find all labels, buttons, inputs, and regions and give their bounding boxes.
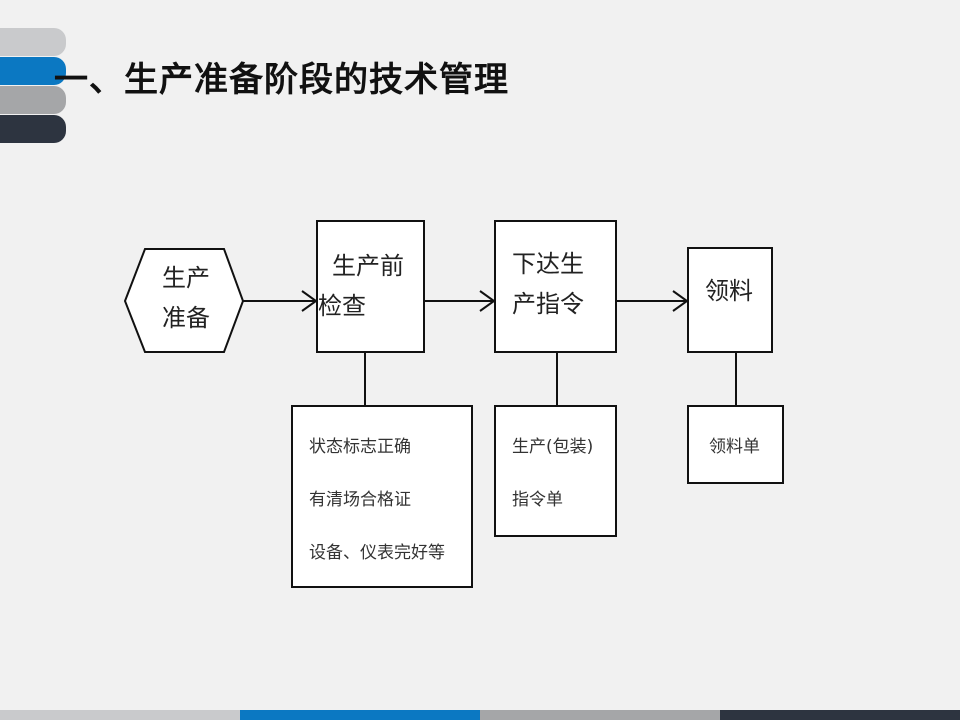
node-check: 生产前检查 <box>316 220 425 353</box>
deco-stripe-2 <box>0 57 66 85</box>
footer-bar-3 <box>480 710 720 720</box>
node-pick: 领料 <box>687 247 773 353</box>
start-hexagon <box>123 248 245 353</box>
page-title: 一、生产准备阶段的技术管理 <box>54 60 509 100</box>
node-pick-label: 领料 <box>705 277 753 305</box>
deco-stripe-3 <box>0 86 66 114</box>
node-start-label: 生产准备 <box>162 264 210 332</box>
deco-stripe-1 <box>0 28 66 56</box>
node-order-label: 下达生产指令 <box>512 250 584 318</box>
footer-bar-1 <box>0 710 240 720</box>
footer-bar-4 <box>720 710 960 720</box>
detail-pick: 领料单 <box>687 405 784 484</box>
node-check-label: 生产前检查 <box>318 252 404 320</box>
detail-order: 生产(包装)指令单 <box>494 405 617 537</box>
detail-check: 状态标志正确有清场合格证设备、仪表完好等 <box>291 405 473 588</box>
deco-stripe-4 <box>0 115 66 143</box>
footer-bar-2 <box>240 710 480 720</box>
node-order: 下达生产指令 <box>494 220 617 353</box>
